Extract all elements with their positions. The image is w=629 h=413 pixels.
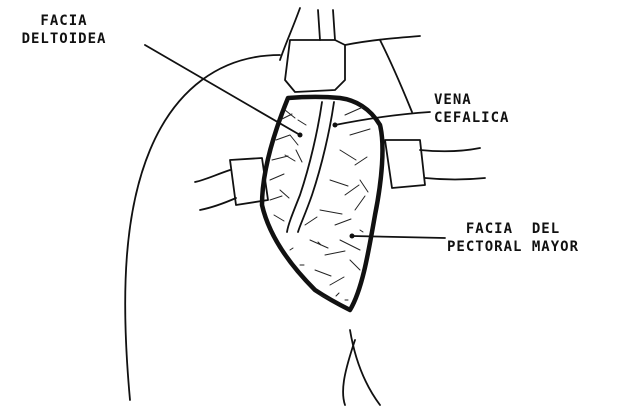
label-vena-cefalica: VENA CEFALICA: [434, 91, 509, 127]
label-fascia-pectoral-mayor: FACIA DEL PECTORAL MAYOR: [447, 220, 579, 256]
leader-fascia-pectoral: [352, 236, 445, 238]
right-retractor-arm: [420, 148, 485, 180]
neck-line: [280, 8, 300, 60]
shoulder-outline: [125, 55, 280, 400]
leader-fascia-pectoral-dot: [350, 234, 355, 239]
left-retractor-arm: [195, 170, 236, 210]
leader-fascia-deltoidea-dot: [298, 133, 303, 138]
right-retractor: [385, 140, 425, 188]
leader-fascia-deltoidea: [145, 45, 300, 135]
tissue-marks: [290, 230, 363, 300]
label-fascia-deltoidea: FACIA DELTOIDEA: [8, 12, 120, 48]
leader-vena-cefalica-dot: [333, 123, 338, 128]
neck-line-right: [380, 40, 412, 112]
torso-line-2: [343, 340, 355, 405]
upper-retractor: [285, 40, 345, 92]
surgical-field-outline: [262, 97, 382, 310]
upper-retractor-handle: [318, 10, 335, 40]
cephalic-vein-right: [298, 102, 334, 232]
pectoral-fascia-texture: [305, 107, 370, 299]
leader-vena-cefalica: [335, 112, 430, 125]
